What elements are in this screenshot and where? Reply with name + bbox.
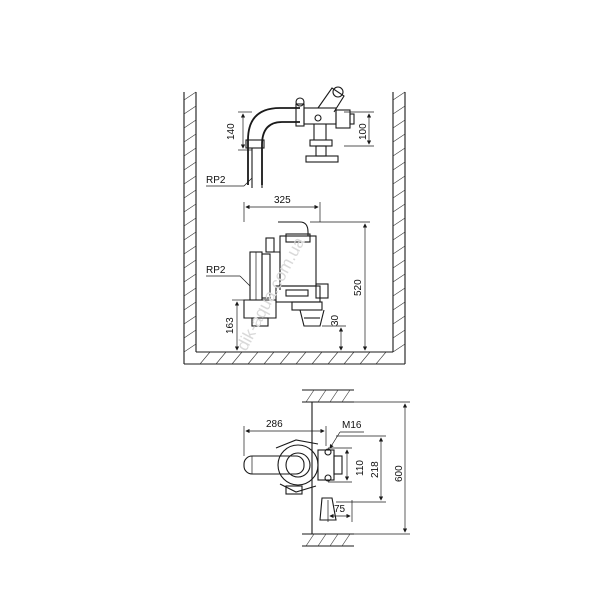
rp2-top-callout: RP2 [206, 175, 253, 187]
left-wall [183, 91, 197, 364]
rp2-mid-label: RP2 [206, 265, 226, 276]
right-wall [392, 91, 406, 364]
pump-body [265, 221, 329, 327]
dimension-218: 218 [336, 435, 386, 503]
dimension-520: 520 [310, 221, 370, 353]
dimension-325: 325 [243, 195, 321, 222]
pump-top-view [243, 439, 343, 521]
dimension-218-label: 218 [370, 461, 381, 478]
floor [184, 351, 405, 365]
dimension-520-label: 520 [353, 279, 364, 296]
dimension-163-label: 163 [225, 317, 236, 334]
plan-view: 286 M16 110 218 600 [243, 389, 410, 547]
dimension-110-label: 110 [355, 460, 366, 476]
rp2-top-label: RP2 [206, 175, 226, 186]
dimension-286-label: 286 [266, 419, 283, 430]
dimension-286: 286 [243, 419, 327, 456]
dimension-100: 100 [344, 111, 374, 147]
dimension-600-label: 600 [394, 465, 405, 482]
dimension-30-label: 30 [330, 314, 341, 326]
riser-pipe [243, 251, 277, 327]
dimension-30: 30 [322, 314, 346, 351]
dimension-163: 163 [225, 299, 248, 351]
dimension-110: 110 [328, 447, 366, 483]
plan-top-wall [302, 389, 354, 403]
dimension-325-label: 325 [274, 195, 291, 206]
dimension-75: 75 [327, 500, 353, 522]
dimension-75-label: 75 [334, 504, 346, 515]
m16-callout: M16 [329, 420, 364, 449]
dimension-140: 140 [226, 111, 252, 151]
dimension-600: 600 [354, 401, 410, 535]
rp2-mid-callout: RP2 [206, 265, 251, 287]
m16-label: M16 [342, 420, 362, 431]
plan-bottom-wall [302, 533, 354, 547]
side-view: 140 100 RP2 325 RP2 [183, 86, 406, 365]
valve-assembly [303, 86, 355, 163]
dimension-140-label: 140 [226, 123, 237, 140]
dimension-100-label: 100 [358, 123, 369, 140]
discharge-pipe-elbow [245, 97, 305, 188]
